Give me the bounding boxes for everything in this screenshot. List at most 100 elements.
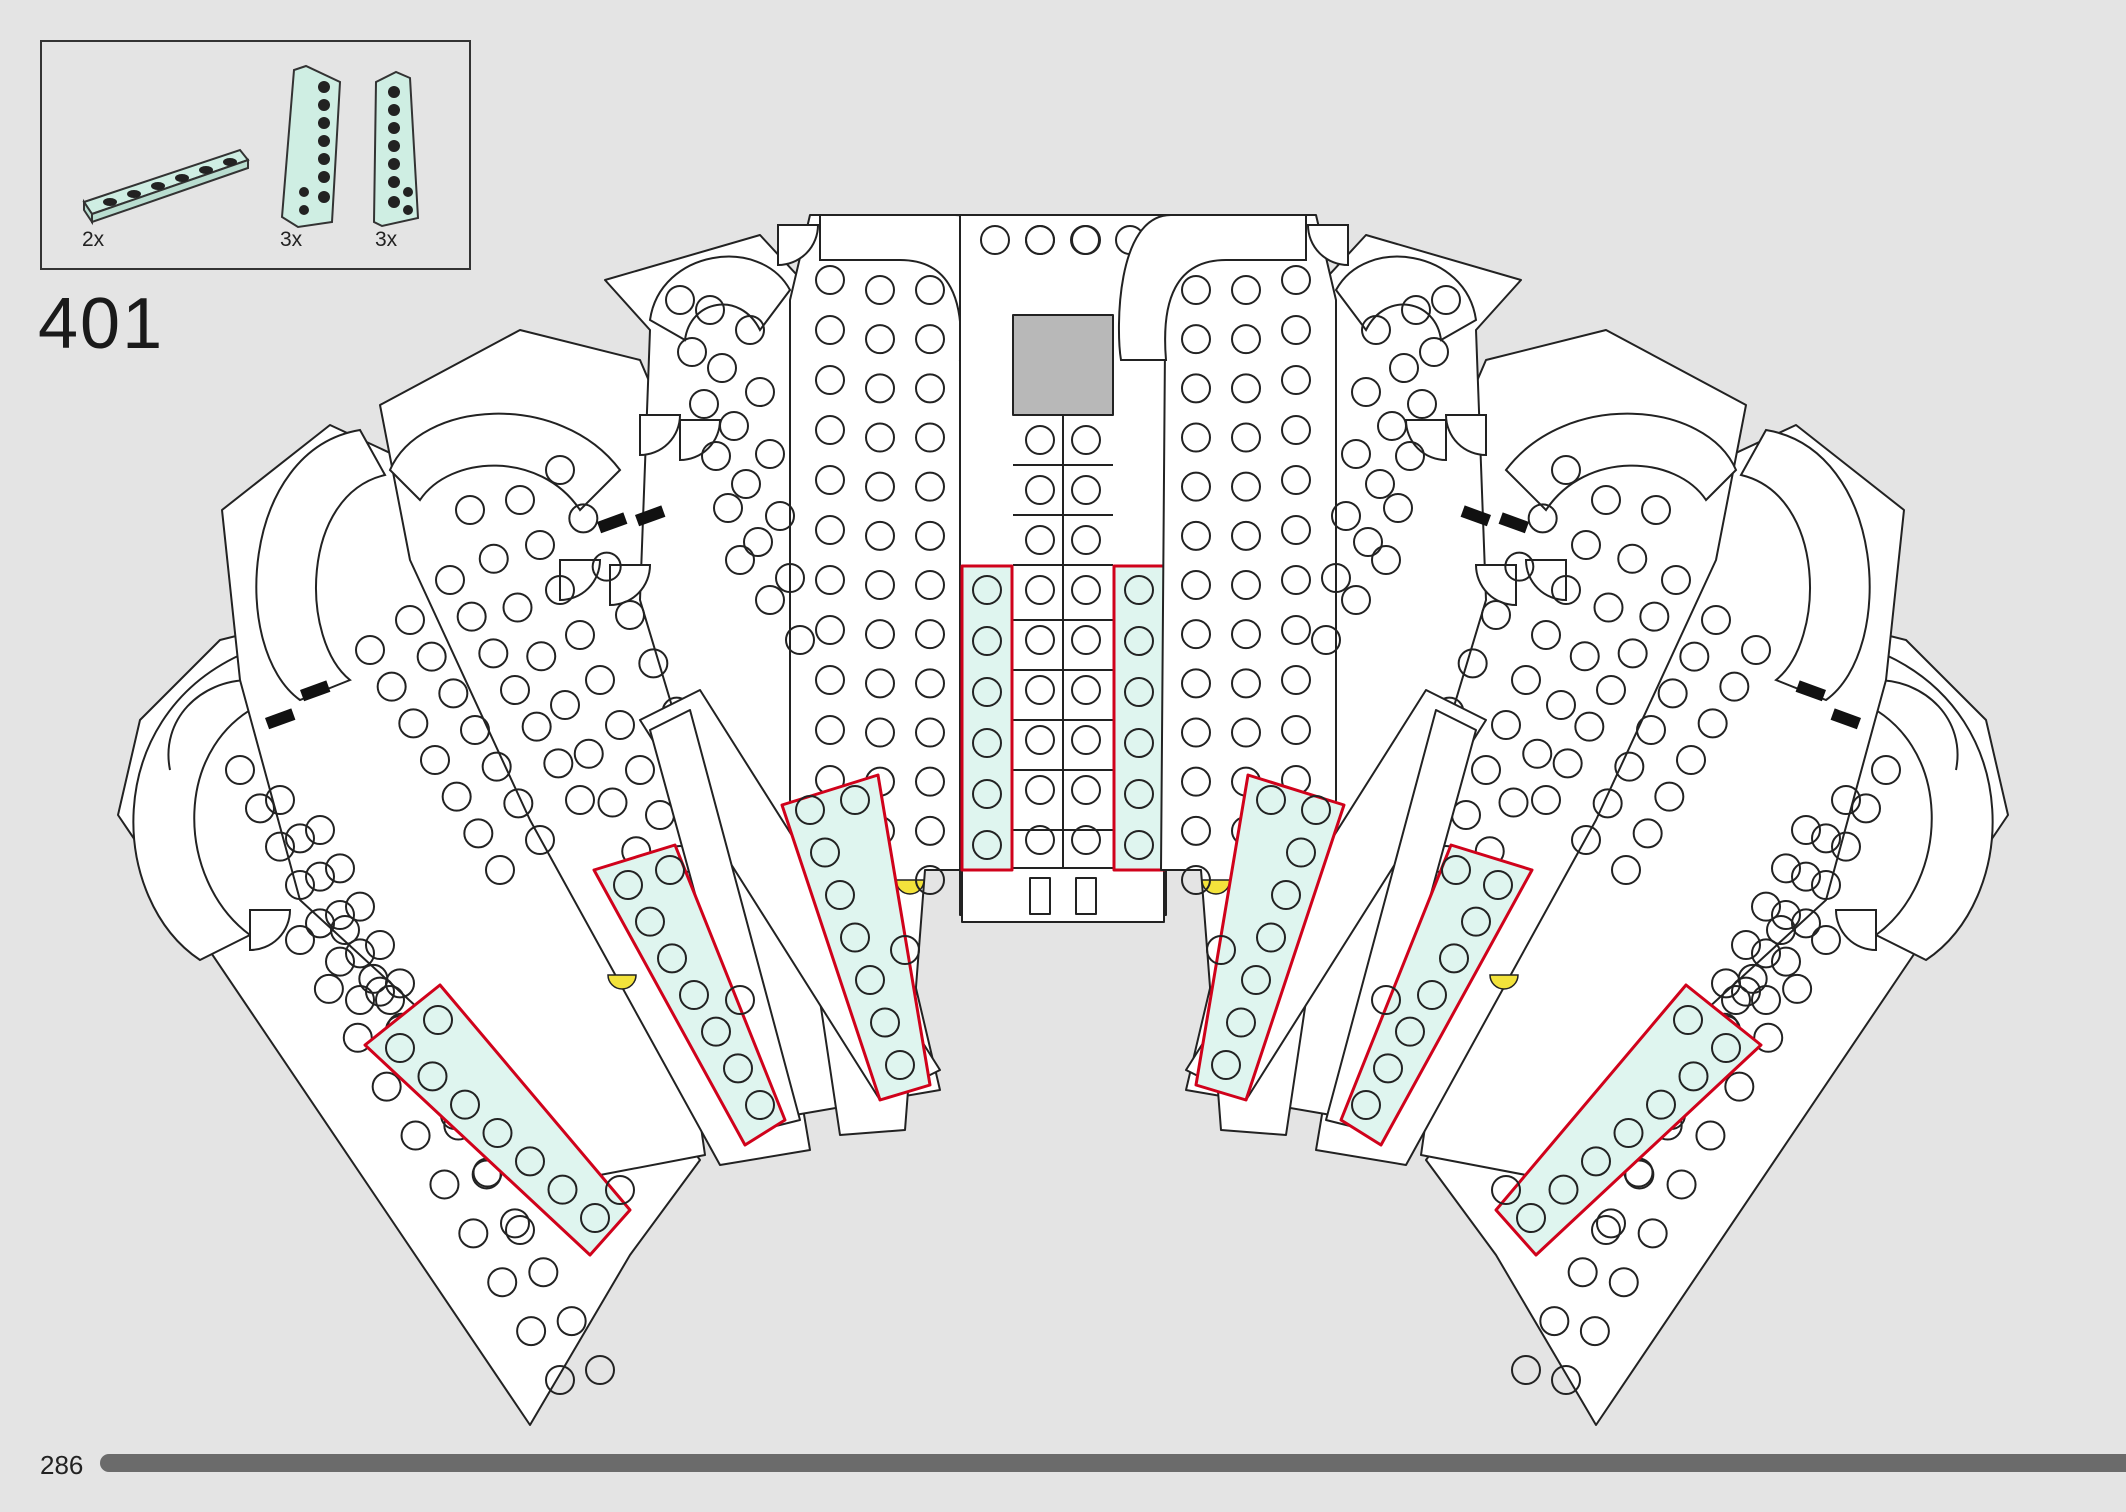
stud bbox=[345, 938, 375, 969]
stud bbox=[565, 785, 595, 815]
stud bbox=[1548, 1174, 1579, 1205]
stud bbox=[745, 377, 775, 407]
new-plate-1x6 bbox=[1112, 564, 1166, 872]
stud bbox=[815, 565, 845, 595]
model-right-half bbox=[1118, 214, 2009, 1426]
curved-slope bbox=[1504, 412, 1738, 512]
stud bbox=[1395, 1016, 1425, 1047]
stud bbox=[1231, 324, 1261, 355]
stud bbox=[543, 748, 574, 779]
stud bbox=[463, 818, 494, 849]
stud bbox=[1539, 1306, 1570, 1337]
stud bbox=[371, 1071, 402, 1102]
stud bbox=[1231, 619, 1261, 650]
stud bbox=[1871, 755, 1901, 785]
stud bbox=[865, 275, 895, 305]
stud bbox=[745, 1090, 775, 1120]
stud bbox=[505, 485, 535, 515]
stud bbox=[1025, 625, 1055, 655]
stud bbox=[1654, 781, 1685, 812]
quarter-tile bbox=[1834, 909, 1877, 952]
stud bbox=[1231, 422, 1261, 453]
stud bbox=[1371, 985, 1401, 1015]
curved-slope bbox=[1118, 214, 1307, 361]
stud bbox=[1373, 1053, 1403, 1084]
stud bbox=[1124, 830, 1154, 860]
stud bbox=[1791, 908, 1821, 939]
stud bbox=[1613, 1118, 1644, 1148]
stud bbox=[1377, 411, 1407, 441]
stud bbox=[1471, 755, 1501, 785]
stud bbox=[416, 641, 447, 672]
stud bbox=[225, 755, 255, 785]
stud bbox=[1522, 738, 1553, 769]
stud bbox=[915, 373, 945, 404]
stud bbox=[1395, 441, 1425, 471]
curved-slope bbox=[255, 428, 387, 702]
stud bbox=[478, 543, 509, 574]
stud bbox=[1353, 527, 1383, 557]
gray-block bbox=[1012, 314, 1114, 416]
stud bbox=[450, 1089, 480, 1120]
stud bbox=[1678, 1061, 1709, 1092]
stud bbox=[1721, 985, 1751, 1015]
stud bbox=[1461, 906, 1491, 937]
stud bbox=[325, 900, 355, 930]
stud bbox=[441, 781, 472, 812]
stud bbox=[1025, 775, 1055, 805]
stud bbox=[865, 373, 895, 404]
curved-slope bbox=[648, 255, 792, 342]
stud bbox=[1791, 861, 1821, 892]
step-number: 401 bbox=[38, 284, 165, 364]
stud bbox=[725, 545, 755, 575]
stud bbox=[815, 365, 845, 395]
stud bbox=[1511, 665, 1541, 695]
stud bbox=[481, 751, 512, 782]
stud bbox=[695, 295, 725, 325]
stud bbox=[1701, 605, 1731, 635]
stud bbox=[625, 755, 655, 785]
stud bbox=[865, 471, 895, 502]
stud bbox=[482, 1118, 513, 1148]
stud bbox=[1124, 677, 1154, 707]
stud bbox=[1574, 711, 1605, 742]
stud bbox=[1281, 315, 1311, 345]
stud bbox=[1617, 543, 1648, 574]
stud bbox=[1731, 930, 1761, 960]
stud bbox=[1527, 503, 1558, 534]
stud bbox=[1498, 787, 1529, 818]
stud bbox=[1124, 626, 1154, 656]
stud bbox=[1636, 715, 1666, 745]
stud bbox=[305, 815, 335, 845]
quarter-tile bbox=[1444, 414, 1487, 457]
stud bbox=[1231, 373, 1261, 404]
stud bbox=[1231, 570, 1261, 600]
quarter-tile bbox=[1524, 559, 1567, 602]
stud bbox=[865, 717, 895, 748]
stud bbox=[1025, 575, 1055, 605]
stud bbox=[1491, 710, 1521, 740]
stud bbox=[455, 495, 485, 525]
stud bbox=[1457, 648, 1488, 679]
stud bbox=[1181, 865, 1211, 895]
stud bbox=[565, 620, 595, 650]
clip-black bbox=[635, 505, 666, 527]
stud bbox=[1071, 625, 1101, 655]
stud bbox=[972, 626, 1002, 656]
part-count-plate: 2x bbox=[82, 228, 105, 251]
stud bbox=[375, 985, 405, 1015]
pin bbox=[1029, 877, 1051, 915]
stud bbox=[1311, 625, 1341, 655]
stud bbox=[1389, 353, 1419, 383]
stud bbox=[605, 710, 635, 740]
stud bbox=[915, 717, 945, 748]
new-wedge-plate bbox=[592, 843, 787, 1147]
stud bbox=[865, 324, 895, 355]
stud bbox=[398, 708, 429, 739]
stud bbox=[1025, 675, 1055, 705]
stud bbox=[870, 1007, 900, 1038]
stud bbox=[1181, 373, 1211, 404]
stud bbox=[815, 315, 845, 345]
stud bbox=[1639, 601, 1670, 632]
stud bbox=[1025, 225, 1055, 255]
